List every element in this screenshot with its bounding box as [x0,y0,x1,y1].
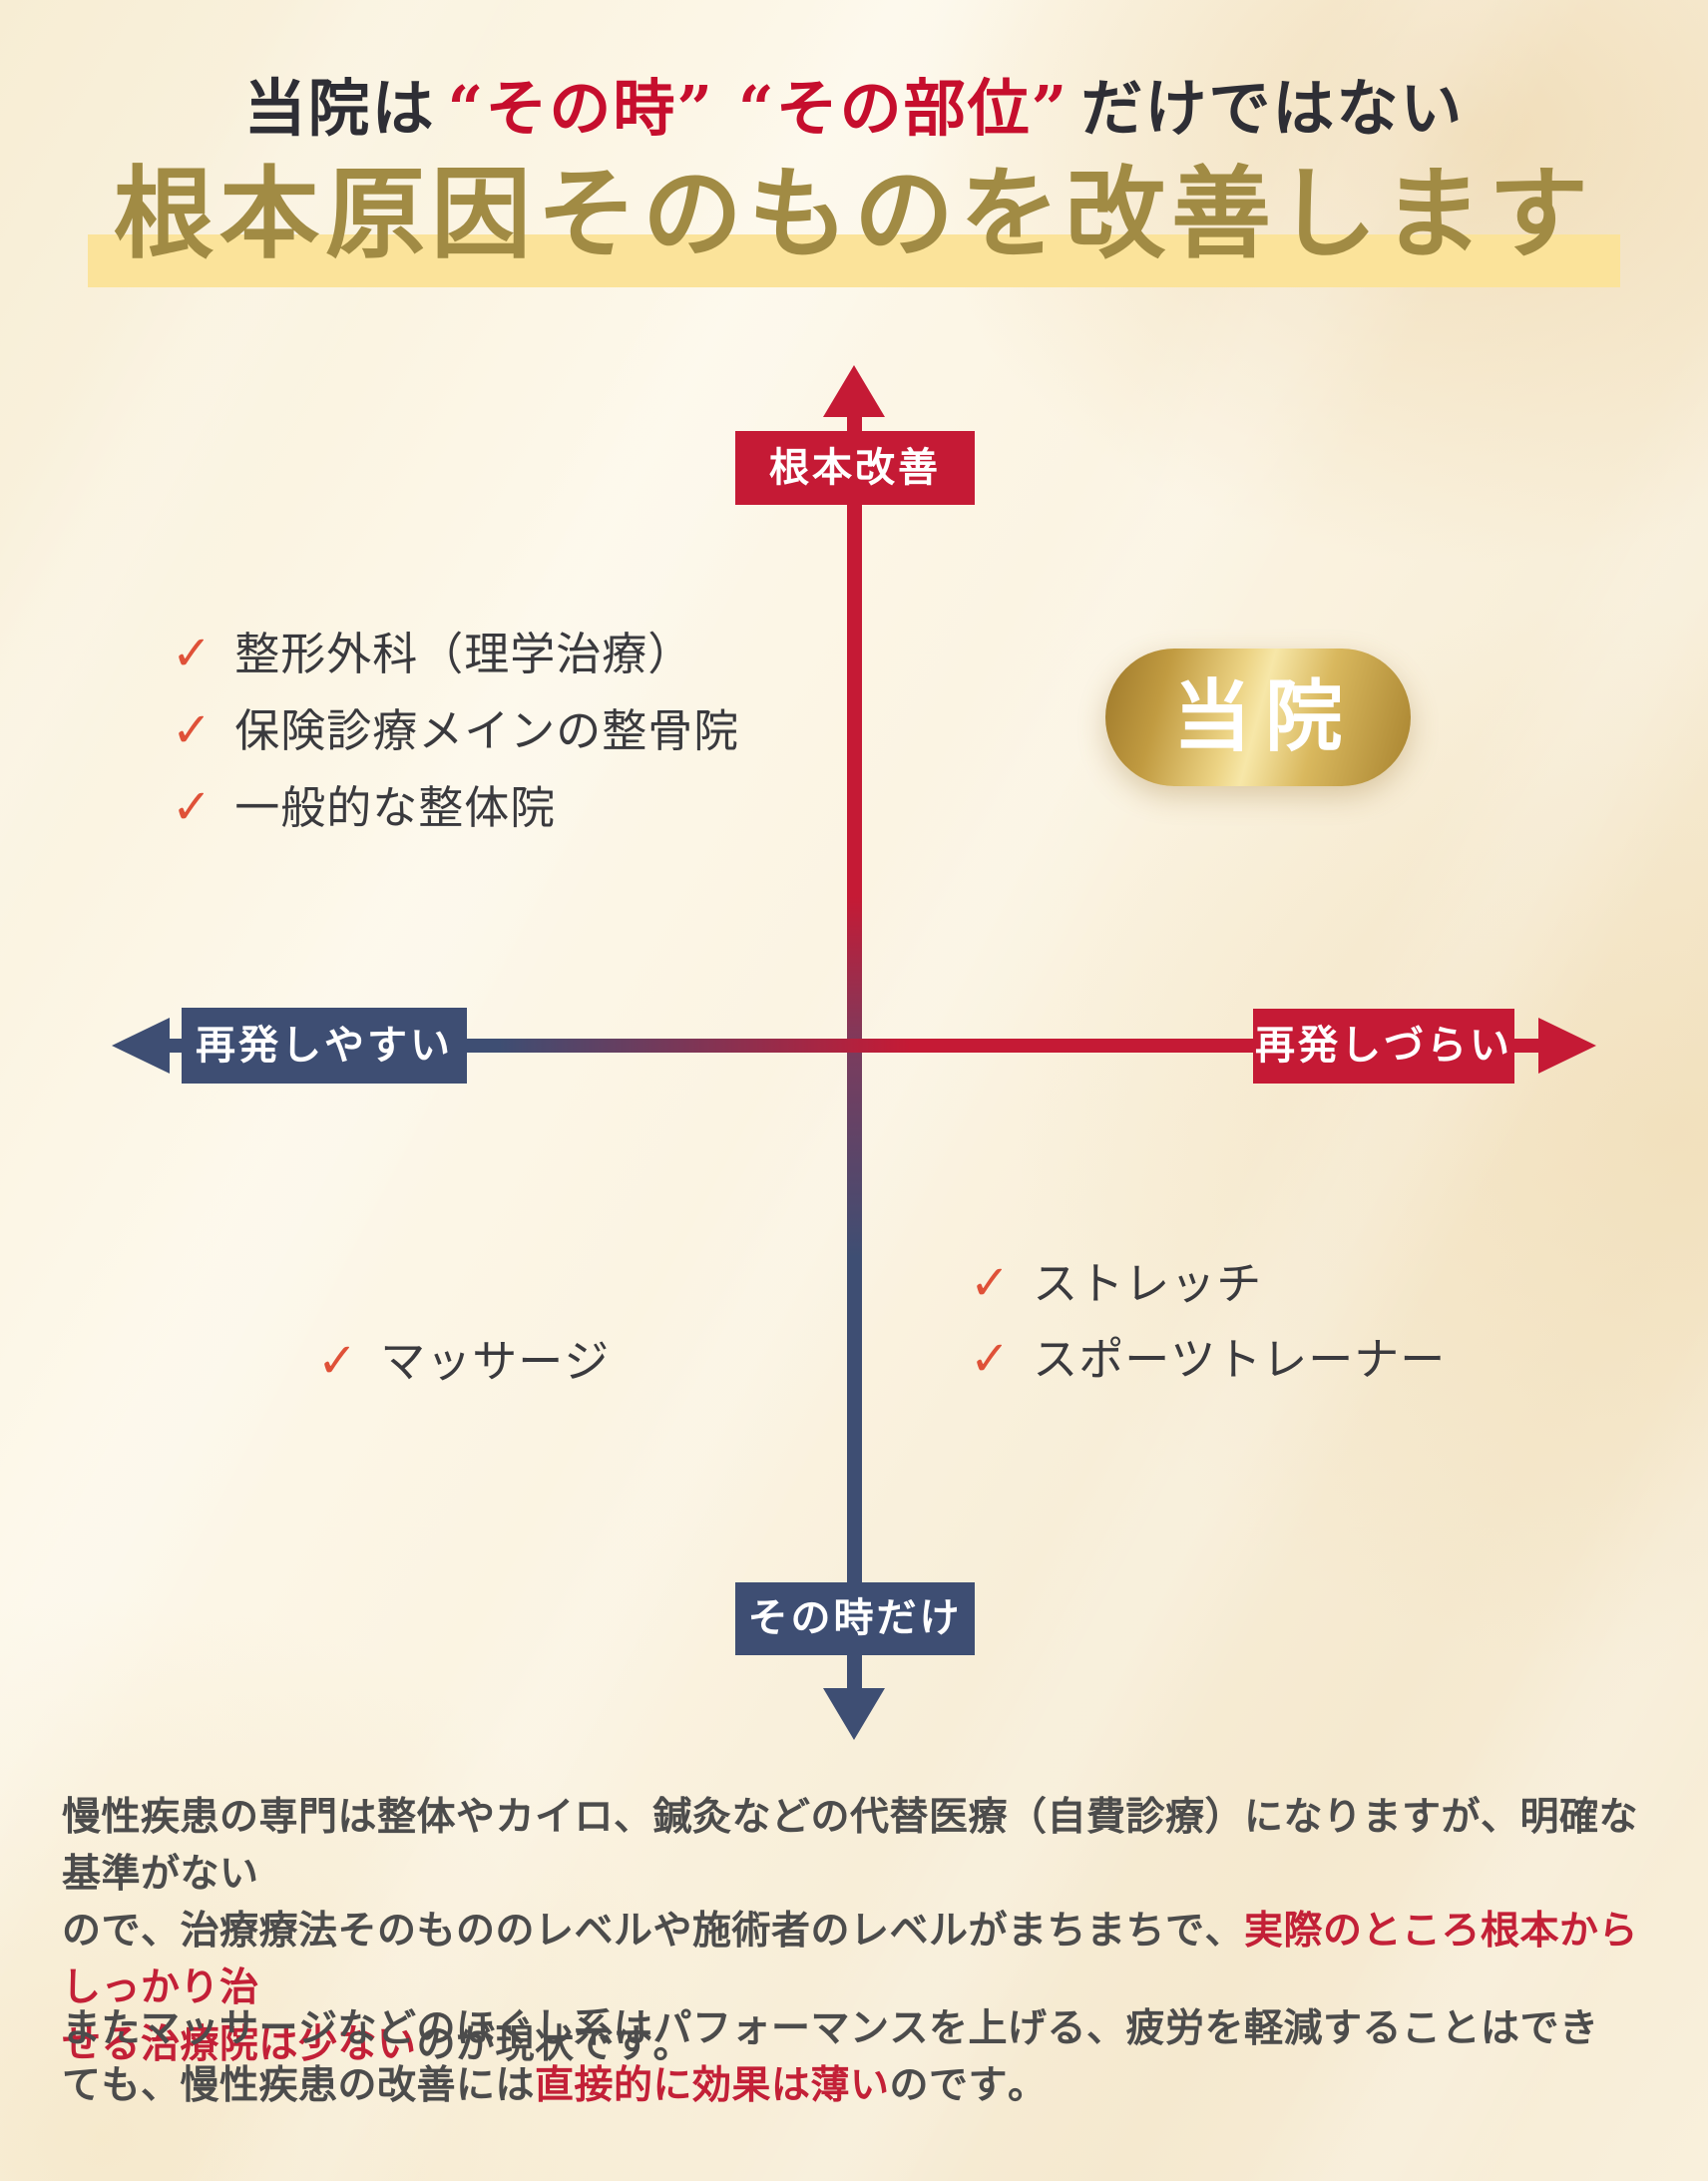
check-icon: ✓ [172,628,214,680]
list-item-label: 保険診療メインの整骨院 [234,705,740,756]
text-run: だけではない [1080,72,1465,145]
list-item: ✓ 一般的な整体院 [172,782,739,834]
axis-arrow-up-icon [823,365,885,417]
list-item-label: ストレッチ [1033,1258,1263,1309]
quadrant-top-left-list: ✓ 整形外科（理学治療） ✓ 保険診療メインの整骨院 ✓ 一般的な整体院 [172,629,739,859]
paragraph-line: ても、慢性疾患の改善には直接的に効果は薄いのです。 [62,2057,1658,2114]
text-run-red: “その時” [447,72,714,145]
text-run: 当院は [243,72,436,145]
text-run: 慢性疾患の専門は整体やカイロ、鍼灸などの代替医療（自費診療）になりますが、明確な… [62,1796,1639,1896]
list-item: ✓ ストレッチ [970,1258,1446,1310]
axis-label-top: 根本改善 [735,431,975,505]
clinic-badge: 当院 [1105,649,1411,786]
check-icon: ✓ [172,781,214,834]
quadrant-bottom-right-list: ✓ ストレッチ ✓ スポーツトレーナー [970,1258,1446,1410]
check-icon: ✓ [970,1257,1012,1310]
check-icon: ✓ [317,1335,359,1388]
paragraph-line: 慢性疾患の専門は整体やカイロ、鍼灸などの代替医療（自費診療）になりますが、明確な… [62,1789,1658,1903]
headline-line1: 当院は“その時” “その部位”だけではない [0,72,1708,146]
body-paragraph-1: 慢性疾患の専門は整体やカイロ、鍼灸などの代替医療（自費診療）になりますが、明確な… [62,1789,1658,2073]
list-item-label: マッサージ [380,1336,611,1387]
paragraph-line: せる治療院は少ないのが現状です。 [62,2016,1658,2073]
text-run-red: せる治療院は少ない [62,2023,417,2066]
horizontal-axis-line [170,1039,1541,1053]
check-icon: ✓ [970,1333,1012,1386]
text-run-red: 直接的に効果は薄い [535,2064,890,2107]
list-item-label: 一般的な整体院 [234,782,557,833]
list-item: ✓ マッサージ [317,1336,610,1388]
quadrant-bottom-left-list: ✓ マッサージ [317,1336,610,1388]
axis-label-left: 再発しやすい [182,1008,467,1084]
list-item: ✓ 保険診療メインの整骨院 [172,705,739,757]
axis-arrow-left-icon [112,1018,170,1074]
headline-highlighted-text: 根本原因そのものを改善します [88,148,1620,287]
axis-arrow-right-icon [1538,1018,1596,1074]
axis-label-right: 再発しづらい [1253,1009,1514,1084]
paragraph-line: ので、治療療法そのもののレベルや施術者のレベルがまちまちで、実際のところ根本から… [62,1903,1658,2016]
list-item-label: 整形外科（理学治療） [234,629,694,679]
check-icon: ✓ [172,704,214,757]
body-paragraph-2: またマッサージなどのほぐし系はパフォーマンスを上げる、疲労を軽減することはでき … [62,2000,1658,2114]
headline-line2: 根本原因そのものを改善します [0,148,1708,287]
text-run-red: 実際のところ根本からしっかり治 [62,1910,1639,2009]
text-run: のが現状です。 [416,2023,693,2066]
axis-label-bottom: その時だけ [735,1582,975,1655]
text-run: のです。 [889,2064,1048,2107]
text-run: ても、慢性疾患の改善には [62,2064,536,2107]
paragraph-line: またマッサージなどのほぐし系はパフォーマンスを上げる、疲労を軽減することはでき [62,2000,1658,2057]
text-run-red: “その部位” [738,72,1069,145]
list-item-label: スポーツトレーナー [1033,1334,1447,1385]
list-item: ✓ 整形外科（理学治療） [172,629,739,680]
axis-arrow-down-icon [823,1688,885,1740]
text-run: またマッサージなどのほぐし系はパフォーマンスを上げる、疲労を軽減することはでき [62,2007,1599,2050]
text-run: ので、治療療法そのもののレベルや施術者のレベルがまちまちで、 [62,1910,1245,1953]
list-item: ✓ スポーツトレーナー [970,1334,1446,1386]
